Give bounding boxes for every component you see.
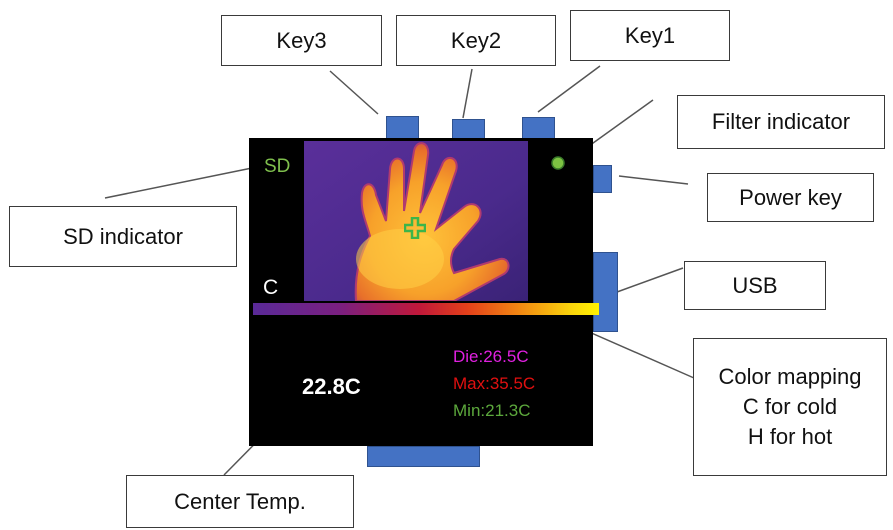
- filter-indicator-led: [551, 156, 565, 170]
- key2-label: Key2: [396, 15, 556, 66]
- sd-indicator-leader-line: [104, 167, 253, 199]
- color-mapping-line-3: H for hot: [747, 423, 833, 449]
- usb-label: USB: [684, 261, 826, 310]
- center-temp-label: Center Temp.: [126, 475, 354, 528]
- hand-hotspot: [356, 229, 444, 289]
- crosshair-icon: [404, 217, 426, 239]
- cold-marker-text: C: [263, 276, 279, 299]
- power-key-leader-line: [618, 175, 689, 185]
- key3-button[interactable]: [386, 116, 419, 139]
- usb-leader-line: [616, 267, 684, 293]
- key3-label: Key3: [221, 15, 382, 66]
- color-mapping-line-1: Color mapping: [718, 364, 862, 390]
- key1-button[interactable]: [522, 117, 555, 139]
- key3-leader-line: [329, 70, 379, 115]
- color-mapping-label: Color mapping C for cold H for hot: [693, 338, 887, 476]
- color-mapping-bar: [253, 303, 599, 315]
- usb-port[interactable]: [593, 252, 618, 332]
- color-mapping-line-2: C for cold: [742, 394, 838, 420]
- key1-leader-line: [537, 65, 601, 113]
- sd-indicator-label: SD indicator: [9, 206, 237, 267]
- die-temp-value: Die:26.5C: [453, 347, 529, 366]
- power-key-label: Power key: [707, 173, 874, 222]
- min-temp-value: Min:21.3C: [453, 401, 531, 420]
- center-temp-value: 22.8C: [302, 374, 361, 399]
- filter-indicator-label: Filter indicator: [677, 95, 885, 149]
- sd-indicator-text: SD: [264, 156, 291, 177]
- power-key-button[interactable]: [593, 165, 612, 193]
- bottom-connector: [367, 446, 480, 467]
- key2-button[interactable]: [452, 119, 485, 139]
- key1-label: Key1: [570, 10, 730, 61]
- key2-leader-line: [462, 68, 473, 119]
- max-temp-value: Max:35.5C: [453, 374, 536, 393]
- thermal-image: [304, 141, 528, 301]
